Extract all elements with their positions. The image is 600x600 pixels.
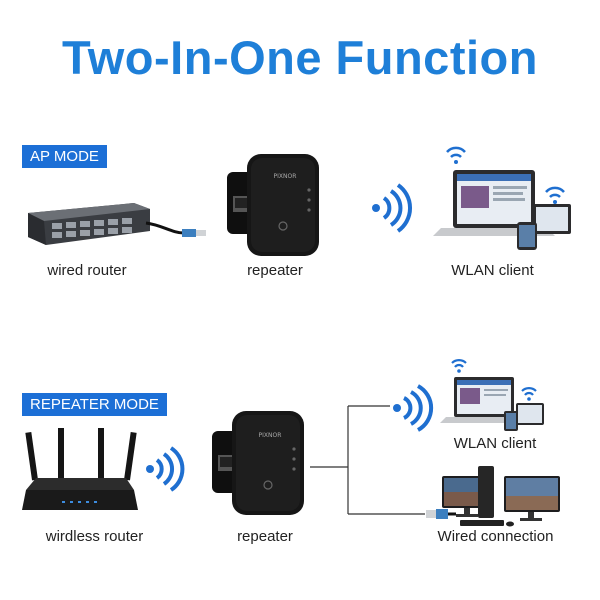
ethernet-cable-icon xyxy=(426,509,456,519)
svg-text:PIXNOR: PIXNOR xyxy=(274,173,297,180)
wifi-waves-icon xyxy=(146,446,185,492)
wireless-router-image xyxy=(22,428,138,510)
rm-wlan-client-image xyxy=(440,359,544,431)
ap-mode-badge: AP MODE xyxy=(22,145,107,168)
wired-connection-label: Wired connection xyxy=(437,528,554,545)
wired-connection-image xyxy=(426,466,560,527)
repeater-mode-badge: REPEATER MODE xyxy=(22,393,167,416)
rm-repeater-label: repeater xyxy=(237,528,293,545)
ap-repeater-label: repeater xyxy=(247,262,303,279)
ap-repeater-image: PIXNOR xyxy=(227,154,319,256)
repeater-router-label: wirdless router xyxy=(45,528,144,545)
page-title: Two-In-One Function xyxy=(62,31,538,84)
rm-repeater-image: PIXNOR xyxy=(212,411,304,515)
ap-client-label: WLAN client xyxy=(451,262,534,279)
ap-router-label: wired router xyxy=(47,262,127,279)
wifi-waves-icon xyxy=(372,183,412,233)
svg-text:PIXNOR: PIXNOR xyxy=(259,432,282,439)
connector-lines xyxy=(310,405,425,515)
wifi-icon xyxy=(446,146,466,158)
wired-router-image xyxy=(28,203,206,245)
ap-wlan-client-image xyxy=(433,146,571,250)
rm-client-label: WLAN client xyxy=(453,435,537,452)
wifi-waves-icon xyxy=(393,384,434,432)
